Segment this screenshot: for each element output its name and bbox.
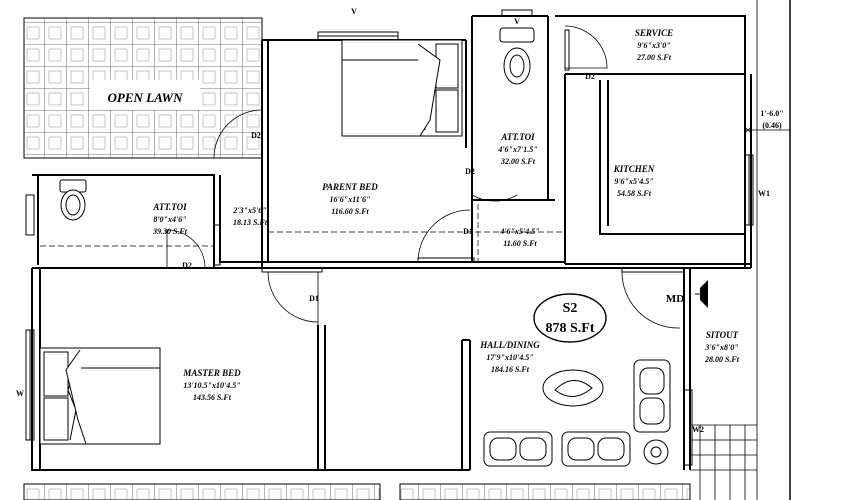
wall-dimension: 1'-6.0" (0.46) [744, 109, 790, 134]
ventilator-tag: V [514, 17, 520, 26]
toilet-top [499, 27, 535, 85]
open-lawn-label: OPEN LAWN [107, 90, 183, 105]
master-bed-dims: 13'10.5"x10'4.5" [183, 381, 240, 390]
right-boundary [690, 0, 791, 500]
door-tag: D2 [465, 167, 475, 176]
parent-bed-dims: 16'6"x11'6" [330, 195, 371, 204]
master-bed-name: MASTER BED [182, 368, 241, 378]
sitout-dims: 3'6"x8'0" [704, 343, 738, 352]
total-area-value: 878 S.Ft [546, 321, 595, 336]
dashed-lines [40, 204, 565, 262]
total-area-badge: S2 878 S.Ft [533, 293, 607, 343]
kitchen-area: 54.58 S.Ft [617, 189, 652, 198]
parent-bed-name: PARENT BED [322, 182, 378, 192]
closet-area: 18.13 S.Ft [233, 218, 268, 227]
att-toi-left-name: ATT.TOI [152, 202, 187, 212]
passage-area: 11.60 S.Ft [503, 239, 537, 248]
door-tag: D2 [182, 261, 192, 270]
att-toi-top-area: 32.00 S.Ft [500, 157, 536, 166]
sofa-set [483, 359, 671, 467]
toilet-left [59, 179, 87, 221]
closet-dims: 2'3"x5'6" [232, 206, 266, 215]
att-toi-left-area: 39.30 S.Ft [152, 227, 188, 236]
window-tag: W [16, 389, 24, 398]
att-toi-top-name: ATT.TOI [500, 132, 535, 142]
door-tag: D1 [309, 294, 319, 303]
walls [31, 15, 752, 471]
hall-name: HALL/DINING [479, 340, 540, 350]
kitchen-dims: 9'6"x5'4.5" [614, 177, 653, 186]
att-toi-top-dims: 4'6"x7'1.5" [497, 145, 537, 154]
sitout-area: 28.00 S.Ft [704, 355, 740, 364]
open-lawn-area [23, 17, 263, 159]
plot-label: S2 [563, 301, 578, 316]
main-door-tag: MD [666, 293, 684, 305]
wall-dim-b: (0.46) [762, 121, 782, 130]
service-area: 27.00 S.Ft [636, 53, 672, 62]
hall-area: 184.16 S.Ft [491, 365, 530, 374]
master-bed-area: 143.56 S.Ft [193, 393, 232, 402]
ventilator-tag: V [351, 7, 357, 16]
door-tag: D2 [251, 131, 261, 140]
door-swings [166, 25, 685, 329]
parent-bed-furniture [341, 39, 463, 137]
service-name: SERVICE [635, 28, 673, 38]
kitchen-name: KITCHEN [613, 164, 655, 174]
wall-dim-a: 1'-6.0" [760, 109, 783, 118]
parent-bed-area: 116.60 S.Ft [331, 207, 369, 216]
main-door-arrow [695, 280, 708, 308]
att-toi-left-dims: 8'0"x4'6" [153, 215, 186, 224]
opening-tags: D1 D1 D2 D2 D2 D2 MD W W1 W2 V V [16, 7, 770, 434]
hall-dims: 17'9"x10'4.5" [486, 353, 533, 362]
passage-dims: 4'6"x5'4.5" [499, 227, 539, 236]
window-tag: W2 [692, 425, 704, 434]
door-tag: D2 [585, 72, 595, 81]
bottom-paving [23, 483, 691, 500]
service-dims: 9'6"x3'0" [637, 41, 670, 50]
sitout-name: SITOUT [706, 330, 739, 340]
door-tag: D1 [463, 227, 473, 236]
master-bed-furniture [39, 347, 161, 445]
window-tag: W1 [758, 189, 770, 198]
